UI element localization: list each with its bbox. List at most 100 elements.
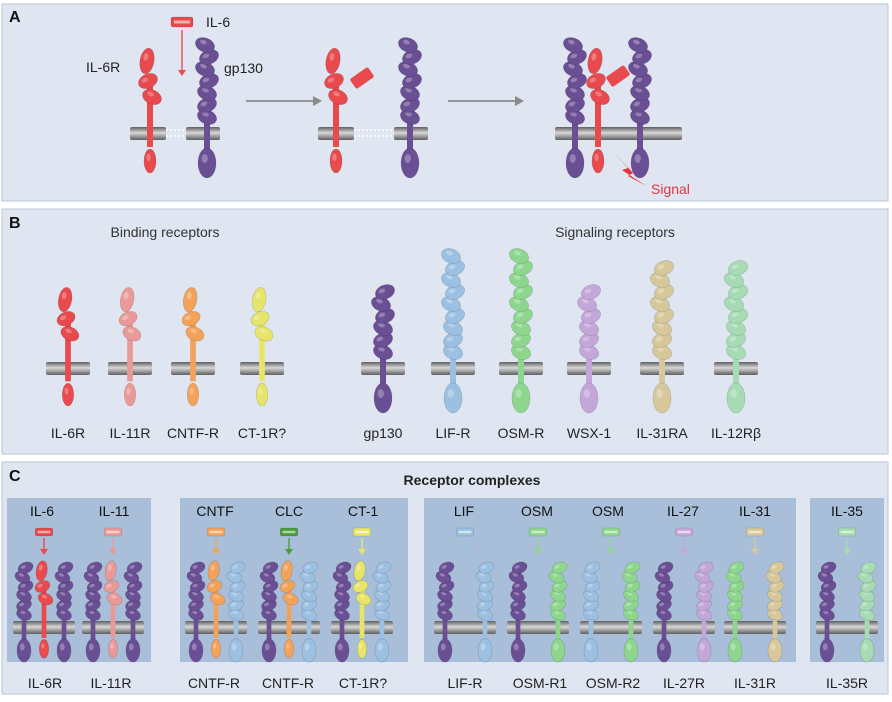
il11-complex-right-chain-domain-highlight	[129, 610, 135, 615]
cntf-complex-alpha-chain-domain	[206, 580, 223, 593]
signaling-receptor-domain-highlight	[584, 288, 592, 294]
binding-receptor-domain-highlight	[59, 315, 67, 321]
il11-complex-right-chain-intracellular-domain-highlight	[128, 643, 134, 651]
cntf-complex-alpha-chain-domain	[209, 592, 226, 606]
complex-cytokine-label: CNTF	[196, 503, 233, 519]
binding-receptor-top-domain-highlight	[61, 291, 67, 300]
gp130-receptor-domain-highlight	[568, 39, 575, 45]
complex-receptor-label: CT-1R?	[339, 675, 387, 691]
lif-complex-left-chain-domain-highlight	[441, 610, 447, 615]
lif-complex-right-chain-domain-highlight	[481, 610, 487, 615]
lif-complex-right-chain-intracellular-domain	[477, 638, 493, 663]
cntf-complex-left-chain-intracellular-domain	[188, 638, 204, 663]
ct1-complex-alpha-chain-intracellular-domain-highlight	[359, 643, 363, 649]
signaling-receptor-domain-highlight	[584, 322, 591, 328]
il6r-receptor-domain-highlight	[141, 77, 149, 83]
il27-complex-right-chain-domain-highlight	[700, 591, 706, 596]
signaling-receptor-domain-highlight	[731, 346, 738, 352]
clc-complex-left-chain-intracellular-domain	[261, 638, 277, 663]
cntf-complex-right-chain-domain-highlight	[232, 610, 238, 615]
il6-complex-left-chain-domain	[17, 561, 34, 574]
gp130-receptor-domain-highlight	[202, 87, 209, 93]
gp130-receptor-stalk	[637, 105, 643, 151]
signaling-receptor-domain-highlight	[657, 322, 664, 328]
il35-complex-arrow-head	[843, 549, 851, 555]
binding-receptor-domain	[60, 326, 80, 342]
il6-complex-alpha-chain-top-domain	[35, 560, 48, 582]
il6r-receptor-domain-highlight	[327, 77, 335, 83]
il35-complex-left-chain-intracellular-domain	[819, 638, 835, 663]
signaling-receptor-domain-highlight	[582, 298, 589, 304]
osm1-complex-right-chain-intracellular-domain	[550, 638, 566, 663]
binding-receptor-stalk	[190, 322, 196, 382]
cntf-complex-ligand-stripe	[209, 530, 223, 534]
complex-cytokine-label: IL-11	[99, 503, 130, 519]
il31-complex-left-chain-intracellular-domain	[727, 638, 743, 663]
il6-complex-alpha-chain-intracellular-domain-highlight	[41, 643, 45, 649]
binding-receptor-top-domain-highlight	[255, 291, 261, 300]
osm2-complex-right-chain-domain-highlight	[627, 583, 633, 588]
lif-complex-ligand-stripe	[458, 530, 472, 534]
binding-receptor-domain	[254, 326, 274, 342]
il6-ligand-bound	[606, 65, 630, 87]
il11-complex-alpha-chain-intracellular-domain	[108, 639, 118, 659]
il11-complex-alpha-chain-domain	[103, 580, 120, 593]
ct1-complex-right-chain-domain-highlight	[378, 610, 384, 615]
osm2-complex-right-chain-domain-highlight	[627, 610, 633, 615]
il11-complex-left-chain-domain-highlight	[87, 602, 94, 607]
clc-complex-arrow-head	[285, 549, 293, 555]
lif-complex-right-chain-stalk	[482, 605, 488, 642]
signaling-receptor-domain-highlight	[446, 336, 454, 342]
il31-complex-right-chain-domain-highlight	[771, 610, 777, 615]
il6-complex-alpha-chain-intracellular-domain	[39, 639, 49, 659]
binding-receptor-top-domain	[57, 287, 73, 313]
il6-ligand-stripe	[174, 20, 190, 24]
cntf-complex-left-chain-stalk	[193, 605, 199, 642]
osm1-complex-ligand-stripe	[531, 530, 545, 534]
il6-complex-alpha-chain-domain-highlight	[41, 594, 48, 599]
panel-a-ligand-label: IL-6	[206, 14, 230, 30]
complex-cytokine-label: IL-31	[739, 503, 771, 519]
cntf-complex-left-chain-domain-highlight	[192, 583, 198, 588]
il6-complex-left-chain-domain-highlight	[20, 591, 26, 596]
osm2-complex-left-chain-domain-highlight	[585, 602, 592, 607]
binding-receptor-domain	[185, 326, 205, 342]
osm1-complex-left-chain-domain-highlight	[514, 610, 520, 615]
il6r-receptor-domain	[138, 73, 158, 89]
il6-complex-right-chain-intracellular-domain-highlight	[59, 643, 65, 651]
signaling-receptors-title: Signaling receptors	[555, 224, 675, 240]
signaling-receptor-domain-highlight	[731, 322, 738, 328]
binding-receptor-label: IL-11R	[110, 425, 151, 441]
clc-complex-right-chain-intracellular-domain	[301, 638, 317, 663]
panel-c-labels: IL-6 IL-11 CNTF CLC CT-1 LIF OSM OSM IL-…	[28, 503, 868, 691]
cntf-complex-right-chain-domain-highlight	[230, 602, 237, 607]
signaling-receptor-domain-highlight	[731, 288, 739, 294]
il6r-receptor-top-domain	[139, 47, 155, 75]
il27-complex-left-chain-domain-highlight	[660, 591, 666, 596]
il11-complex-left-chain-domain	[86, 561, 103, 574]
complex-receptor-label: OSM-R2	[586, 675, 641, 691]
osm1-complex-right-chain-domain-highlight	[554, 610, 560, 615]
il31-complex-left-chain-domain-highlight	[729, 602, 736, 607]
signaling-receptor-domain-highlight	[376, 298, 383, 304]
il6r-receptor-intracellular-domain-highlight	[594, 153, 599, 161]
signaling-receptor-domain-highlight	[514, 274, 521, 280]
osm1-complex-left-chain-domain-highlight	[512, 602, 519, 607]
il27-complex-right-chain-domain-highlight	[698, 572, 704, 577]
signaling-receptor-stalk	[733, 340, 739, 386]
il6-ligand-bound	[350, 67, 374, 89]
signaling-receptor-domain-highlight	[516, 322, 523, 328]
signaling-receptor-domain-highlight	[516, 312, 524, 318]
ct1-complex-left-chain-domain-highlight	[338, 591, 344, 596]
signaling-receptor-domain-highlight	[448, 264, 456, 270]
step-arrow-head	[515, 96, 524, 106]
ct1-complex-left-chain-stalk	[339, 605, 345, 642]
panel-b-letter: B	[9, 215, 21, 232]
membrane-left	[186, 127, 220, 140]
binding-receptor-intracellular-domain	[61, 382, 74, 407]
clc-complex-left-chain-domain-highlight	[263, 602, 270, 607]
signaling-receptor-domain	[654, 260, 674, 276]
osm1-complex-right-chain-domain-highlight	[554, 583, 560, 588]
il35-complex-right-chain-stalk	[864, 605, 870, 642]
